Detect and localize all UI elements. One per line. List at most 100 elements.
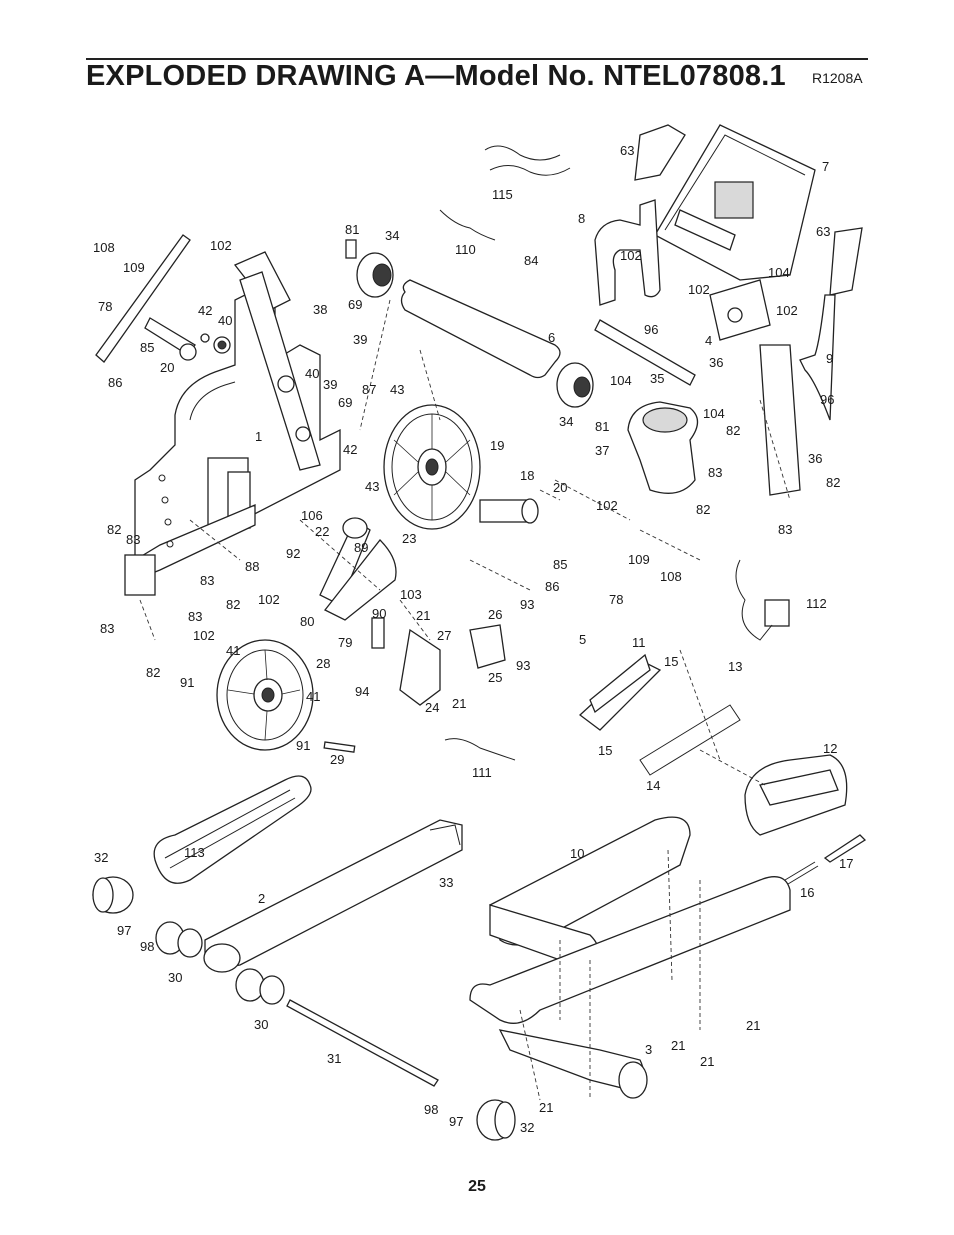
page-number: 25 [468, 1178, 486, 1195]
callout-38: 38 [313, 302, 327, 317]
callout-1: 1 [255, 429, 262, 444]
callout-112: 112 [806, 596, 827, 611]
callout-80: 80 [300, 614, 314, 629]
callout-17: 17 [839, 856, 853, 871]
callout-labels: 108 102 109 78 42 40 85 20 86 81 34 38 6… [93, 143, 853, 1135]
callout-103: 103 [400, 587, 422, 602]
callout-10: 10 [570, 846, 584, 861]
callout-108: 108 [93, 240, 115, 255]
callout-102: 102 [776, 303, 798, 318]
callout-102: 102 [210, 238, 232, 253]
callout-94: 94 [355, 684, 369, 699]
callout-30: 30 [254, 1017, 268, 1032]
drive-belt-113 [153, 775, 312, 884]
callout-83: 83 [188, 609, 202, 624]
callout-42: 42 [198, 303, 212, 318]
callout-85: 85 [140, 340, 154, 355]
callout-83: 83 [778, 522, 792, 537]
callout-113: 113 [184, 845, 205, 860]
callout-41: 41 [306, 689, 320, 704]
callout-33: 33 [439, 875, 453, 890]
callout-91: 91 [296, 738, 310, 753]
callout-88: 88 [245, 559, 259, 574]
callout-19: 19 [490, 438, 504, 453]
callout-69: 69 [338, 395, 352, 410]
callout-96: 96 [644, 322, 658, 337]
callout-91: 91 [180, 675, 194, 690]
callout-102: 102 [258, 592, 280, 607]
dashed-assembly-lines [139, 299, 791, 1101]
axle-31 [286, 999, 439, 1087]
callout-86: 86 [545, 579, 559, 594]
callout-115: 115 [492, 187, 513, 202]
callout-37: 37 [595, 443, 609, 458]
callout-106: 106 [301, 508, 323, 523]
callout-78: 78 [609, 592, 623, 607]
callout-27: 27 [437, 628, 451, 643]
callout-82: 82 [107, 522, 121, 537]
callout-63: 63 [816, 224, 830, 239]
drive-pulley-28 [216, 639, 356, 753]
callout-39: 39 [353, 332, 367, 347]
callout-39: 39 [323, 377, 337, 392]
callout-31: 31 [327, 1051, 341, 1066]
callout-109: 109 [123, 260, 145, 275]
callout-81: 81 [345, 222, 359, 237]
callout-20: 20 [553, 480, 567, 495]
callout-22: 22 [315, 524, 329, 539]
rollers-30-32 [92, 876, 516, 1141]
callout-35: 35 [650, 371, 664, 386]
callout-104: 104 [768, 265, 790, 280]
callout-21: 21 [671, 1038, 685, 1053]
frame-upright-1 [124, 251, 341, 596]
callout-40: 40 [305, 366, 319, 381]
callout-82: 82 [146, 665, 160, 680]
callout-102: 102 [596, 498, 618, 513]
title-rule [86, 58, 868, 60]
callout-21: 21 [539, 1100, 553, 1115]
callout-18: 18 [520, 468, 534, 483]
callout-83: 83 [708, 465, 722, 480]
callout-14: 14 [646, 778, 660, 793]
handlebar-8-and-9 [594, 199, 836, 496]
callout-21: 21 [416, 608, 430, 623]
callout-21: 21 [746, 1018, 760, 1033]
rear-stabilizer-14-and-cover-11 [578, 653, 741, 776]
callout-11: 11 [632, 635, 646, 650]
callout-15: 15 [664, 654, 678, 669]
callout-97: 97 [449, 1114, 463, 1129]
callout-104: 104 [703, 406, 725, 421]
callout-98: 98 [140, 939, 154, 954]
callout-104: 104 [610, 373, 632, 388]
callout-102: 102 [193, 628, 215, 643]
callout-24: 24 [425, 700, 439, 715]
callout-111: 111 [472, 765, 492, 780]
page-title: EXPLODED DRAWING A—Model No. NTEL07808.1 [86, 60, 786, 92]
callout-15: 15 [598, 743, 612, 758]
callout-102: 102 [620, 248, 642, 263]
callout-89: 89 [354, 540, 368, 555]
callout-32: 32 [520, 1120, 534, 1135]
callout-8: 8 [578, 211, 585, 226]
callout-82: 82 [226, 597, 240, 612]
callout-90: 90 [372, 606, 386, 621]
callout-102: 102 [688, 282, 710, 297]
callout-23: 23 [402, 531, 416, 546]
callout-96: 96 [820, 392, 834, 407]
callout-110: 110 [455, 242, 476, 257]
callout-9: 9 [826, 351, 833, 366]
callout-83: 83 [126, 532, 140, 547]
callout-16: 16 [800, 885, 814, 900]
callout-4: 4 [705, 333, 712, 348]
callout-79: 79 [338, 635, 352, 650]
rail-2 [203, 819, 463, 973]
callout-6: 6 [548, 330, 555, 345]
callout-25: 25 [488, 670, 502, 685]
callout-20: 20 [160, 360, 174, 375]
callout-92: 92 [286, 546, 300, 561]
callout-3: 3 [645, 1042, 652, 1057]
pedal-arm-20-left [95, 234, 231, 363]
callout-30: 30 [168, 970, 182, 985]
callout-87: 87 [362, 382, 376, 397]
callout-2: 2 [258, 891, 265, 906]
